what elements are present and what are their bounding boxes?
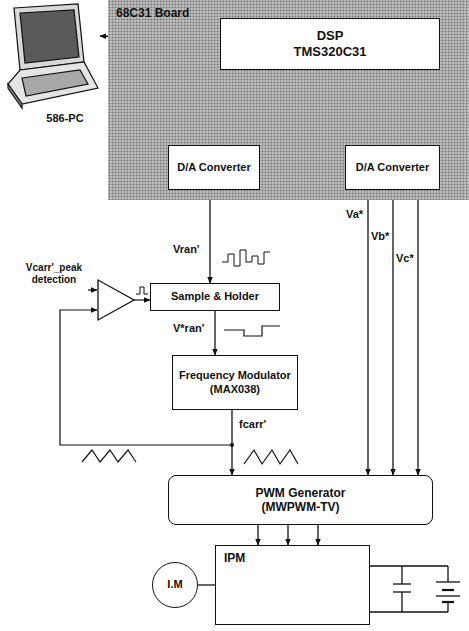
converter-box: D/A Converter — [345, 145, 440, 190]
signal-connector — [392, 190, 393, 475]
peak-input-wire — [88, 289, 97, 290]
box-label: PWM Generator — [255, 486, 345, 500]
comparator-output-wire — [134, 299, 150, 300]
signal-connector — [287, 525, 288, 545]
signal-connector — [367, 190, 368, 475]
box-label: TMS320C31 — [294, 44, 367, 60]
carrier-wave — [82, 450, 136, 462]
pulse-wave — [136, 287, 148, 294]
modulator-box: Frequency Modulator(MAX038) — [172, 355, 298, 410]
signal-label: Vc* — [395, 252, 415, 265]
pc-label: 586-PC — [34, 112, 96, 125]
signal-label: fcarr' — [238, 418, 267, 431]
peak-detection-label: Vcarr'_peak detection — [10, 262, 98, 286]
laptop-icon — [8, 4, 98, 108]
converter-box: D/A Converter — [168, 145, 260, 190]
signal-connector — [417, 190, 418, 475]
signal-connector — [317, 525, 318, 545]
box-label: DSP — [317, 28, 344, 44]
box-label: Sample & Holder — [171, 290, 259, 303]
box-label: D/A Converter — [356, 161, 430, 174]
region-title: 68C31 Board — [116, 6, 189, 20]
dc-link — [370, 566, 460, 612]
board-region: 68C31 BoardDSPTMS320C31D/A Converter D/A … — [108, 0, 469, 200]
box-label: I.M — [167, 578, 182, 591]
sample-holder-box: Sample & Holder — [150, 283, 280, 311]
signal-label: V*ran' — [172, 322, 205, 335]
held-wave — [224, 326, 280, 336]
box-label: (MWPWM-TV) — [262, 500, 340, 514]
signal-connector — [257, 525, 258, 545]
box-label: D/A Converter — [177, 161, 251, 174]
box-label: (MAX038) — [210, 383, 260, 396]
pwm-generator-box: PWM Generator(MWPWM-TV) — [168, 475, 433, 525]
comparator-symbol — [98, 280, 134, 320]
ipm-box: IPM — [215, 545, 370, 625]
box-label: IPM — [224, 551, 245, 565]
signal-connector — [198, 584, 215, 585]
carrier-wave — [244, 450, 298, 464]
box-label: Frequency Modulator — [179, 369, 291, 382]
motor-circle: I.M — [152, 562, 198, 608]
signal-label: Vb* — [370, 230, 390, 243]
signal-label: Vran' — [172, 243, 200, 256]
signal-label: Va* — [345, 208, 364, 221]
signal-connector — [209, 190, 210, 283]
signal-connector — [214, 311, 215, 355]
dsp-box: DSPTMS320C31 — [220, 18, 440, 70]
random-wave — [222, 250, 270, 266]
signal-connector — [231, 410, 232, 475]
